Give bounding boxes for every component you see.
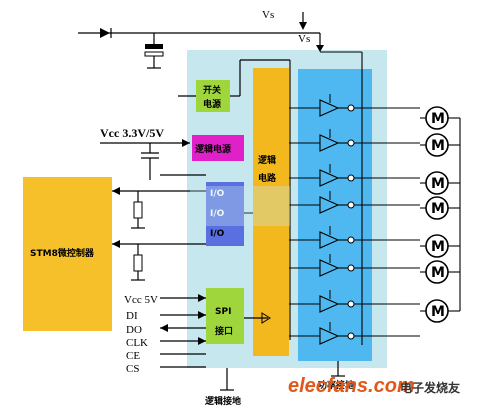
watermark-cn: 电子发烧友 [400, 380, 460, 395]
driver-stage [289, 254, 420, 277]
mcu-io-wiring [112, 174, 253, 281]
driver-stage [289, 164, 420, 187]
switch-power-label-2: 电源 [203, 98, 221, 110]
vcc-input: Vcc 3.3V/5V [100, 126, 190, 180]
pin-vcc5v: Vcc 5V [124, 294, 158, 306]
logic-ground: 逻辑接地 [204, 368, 241, 407]
spi-block [206, 288, 244, 344]
logic-ground-label: 逻辑接地 [204, 395, 241, 407]
motor-icon: M [420, 260, 460, 284]
io-line-3: I/O [210, 229, 225, 239]
driver-stages [289, 51, 420, 345]
vs-top-label: Vs [262, 9, 274, 21]
motor-icon: M [420, 234, 460, 258]
pin-clk: CLK [126, 337, 148, 349]
output-stage-region [298, 69, 372, 361]
logic-circuit-block [253, 68, 289, 356]
mcu-label: STM8微控制器 [30, 247, 95, 259]
motor-label: M [431, 176, 445, 192]
logic-power-block [192, 135, 244, 161]
driver-stage [289, 129, 420, 152]
watermark: elecfans.com 电子发烧友 [190, 186, 460, 397]
driver-stage [289, 94, 420, 117]
signal-pins: Vcc 5V DI DO CLK CE CS [124, 294, 206, 375]
switch-power-label-1: 开关 [203, 84, 221, 96]
motor-icon: M [420, 299, 460, 323]
switch-power-block [196, 80, 230, 112]
io-line-2: I/O [210, 209, 225, 219]
motor-icon: M [420, 171, 460, 195]
power-ground-label: 功率接地 [318, 379, 354, 391]
watermark-site: elecfans.com [288, 375, 415, 397]
pin-ce: CE [126, 350, 140, 362]
motor-label: M [431, 239, 445, 255]
logic-power-label: 逻辑电源 [194, 143, 231, 155]
driver-stage [289, 290, 420, 313]
vs-chip-label: Vs [298, 33, 310, 45]
motor-icon: M [420, 106, 460, 130]
vcc-label: Vcc 3.3V/5V [100, 126, 164, 140]
driver-stage [289, 322, 420, 345]
pin-cs: CS [126, 363, 139, 375]
motor-icon: M [420, 133, 460, 157]
io-block [206, 182, 244, 246]
motor-icon: M [420, 196, 460, 220]
motor-label: M [431, 201, 445, 217]
spi-label-cn: 接口 [215, 325, 233, 337]
logic-circuit-label-1: 逻辑 [257, 154, 276, 166]
pin-di: DI [126, 310, 138, 322]
driver-stage [289, 191, 420, 214]
supply-top: Vs Vs [78, 9, 324, 69]
logic-circuit-label-2: 电路 [258, 172, 277, 184]
pin-do: DO [126, 324, 142, 336]
motor-label: M [431, 111, 445, 127]
mcu-block [23, 177, 112, 331]
power-ground: 功率接地 [318, 361, 354, 391]
motor-label: M [431, 138, 445, 154]
io-line-1: I/O [210, 189, 225, 199]
driver-stage [289, 226, 420, 249]
motor-label: M [431, 304, 445, 320]
spi-label: SPI [215, 307, 231, 317]
motor-label: M [431, 265, 445, 281]
